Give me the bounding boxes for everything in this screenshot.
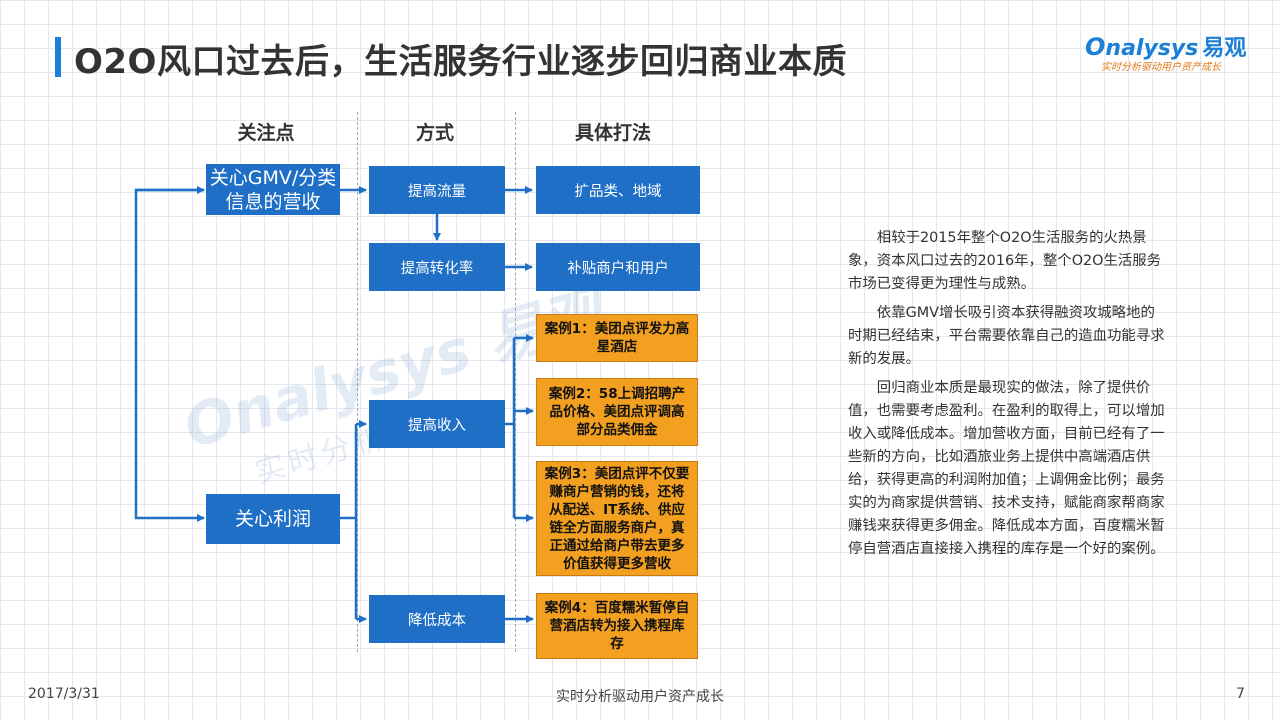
page-number: 7 <box>1236 686 1245 702</box>
case-2-box: 案例2：58上调招聘产品价格、美团点评调高部分品类佣金 <box>536 378 698 446</box>
column-header-tactics: 具体打法 <box>574 122 651 144</box>
method-cost-box: 降低成本 <box>369 595 505 643</box>
commentary-paragraph-2: 依靠GMV增长吸引资本获得融资攻城略地的时期已经结束，平台需要依靠自己的造血功能… <box>848 305 1165 367</box>
page-title: O2O风口过去后，生活服务行业逐步回归商业本质 <box>74 42 847 82</box>
case-3-box: 案例3：美团点评不仅要赚商户营销的钱，还将从配送、IT系统、供应链全方面服务商户… <box>536 461 698 576</box>
tactic-subsidy-box: 补贴商户和用户 <box>536 243 700 291</box>
commentary-paragraph-1: 相较于2015年整个O2O生活服务的火热景象，资本风口过去的2016年，整个O2… <box>848 230 1162 292</box>
commentary-text: 相较于2015年整个O2O生活服务的火热景象，资本风口过去的2016年，整个O2… <box>848 227 1168 567</box>
column-divider-2 <box>515 112 516 652</box>
logo-tagline: 实时分析驱动用户资产成长 <box>1101 62 1221 73</box>
method-traffic-box: 提高流量 <box>369 166 505 214</box>
case-4-box: 案例4：百度糯米暂停自营酒店转为接入携程库存 <box>536 593 698 659</box>
tactic-expand-box: 扩品类、地域 <box>536 166 700 214</box>
footer-tagline: 实时分析驱动用户资产成长 <box>556 689 724 705</box>
commentary-paragraph-3: 回归商业本质是最现实的做法，除了提供价值，也需要考虑盈利。在盈利的取得上，可以增… <box>848 380 1165 557</box>
footer-date: 2017/3/31 <box>28 686 100 702</box>
method-conversion-box: 提高转化率 <box>369 243 505 291</box>
column-divider-1 <box>357 112 358 652</box>
case-1-box: 案例1：美团点评发力高星酒店 <box>536 314 698 362</box>
focus-gmv-box: 关心GMV/分类信息的营收 <box>206 164 340 215</box>
method-revenue-box: 提高收入 <box>369 400 505 448</box>
column-header-focus: 关注点 <box>237 122 295 144</box>
focus-profit-box: 关心利润 <box>206 494 340 544</box>
title-accent-bar <box>55 37 61 77</box>
column-header-method: 方式 <box>415 122 454 144</box>
